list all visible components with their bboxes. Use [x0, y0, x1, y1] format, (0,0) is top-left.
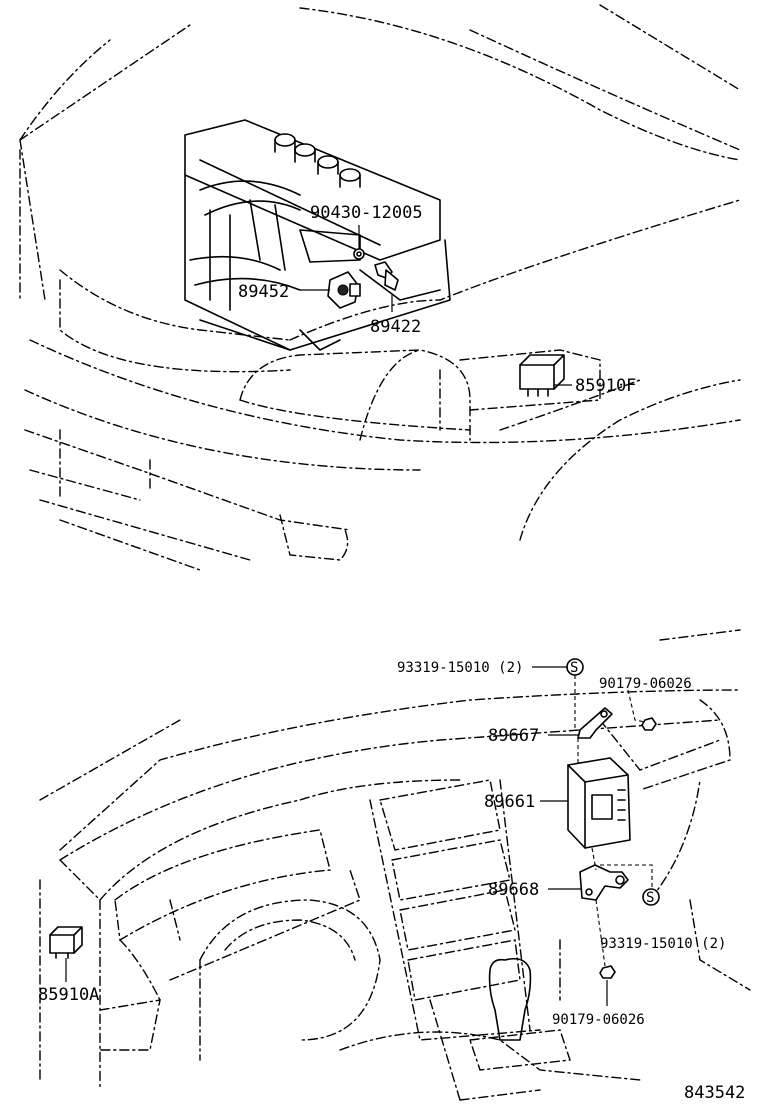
label-90179-06026-top: 90179-06026	[599, 676, 692, 692]
assembly-line-bottom	[591, 847, 653, 967]
engine-block	[184, 119, 451, 351]
label-89668: 89668	[488, 880, 539, 900]
label-89422: 89422	[370, 317, 421, 337]
label-89452: 89452	[238, 282, 289, 302]
assembly-line-top	[574, 675, 646, 765]
illustration-number: 843542	[684, 1083, 745, 1103]
ecu-89661[interactable]	[567, 757, 631, 849]
relay-85910A[interactable]	[49, 926, 83, 959]
label-93319-15010-bottom: 93319-15010 (2)	[600, 936, 726, 952]
label-89667: 89667	[488, 726, 539, 746]
nut-90179-top[interactable]	[641, 717, 657, 731]
sensor-89422[interactable]	[374, 261, 399, 291]
label-93319-15010-top: 93319-15010 (2)	[397, 660, 523, 676]
label-85910F: 85910F	[575, 376, 636, 396]
s-mark-bottom: S	[642, 888, 660, 906]
svg-text:S: S	[646, 890, 654, 906]
label-90430-12005: 90430-12005	[310, 203, 423, 223]
bracket-89667[interactable]	[577, 707, 613, 739]
label-90179-06026-bottom: 90179-06026	[552, 1012, 645, 1028]
nut-90179-bottom[interactable]	[599, 965, 616, 979]
dashboard-illustration	[39, 629, 751, 1101]
engine-bay-illustration	[19, 4, 741, 571]
washer-90430[interactable]	[353, 248, 365, 260]
relay-85910F[interactable]	[519, 354, 565, 397]
label-89661: 89661	[484, 792, 535, 812]
sensor-89452[interactable]	[327, 271, 361, 309]
label-85910A: 85910A	[38, 985, 99, 1005]
bracket-89668[interactable]	[579, 864, 629, 901]
svg-text:S: S	[570, 660, 578, 676]
s-mark-top: S	[566, 658, 584, 676]
